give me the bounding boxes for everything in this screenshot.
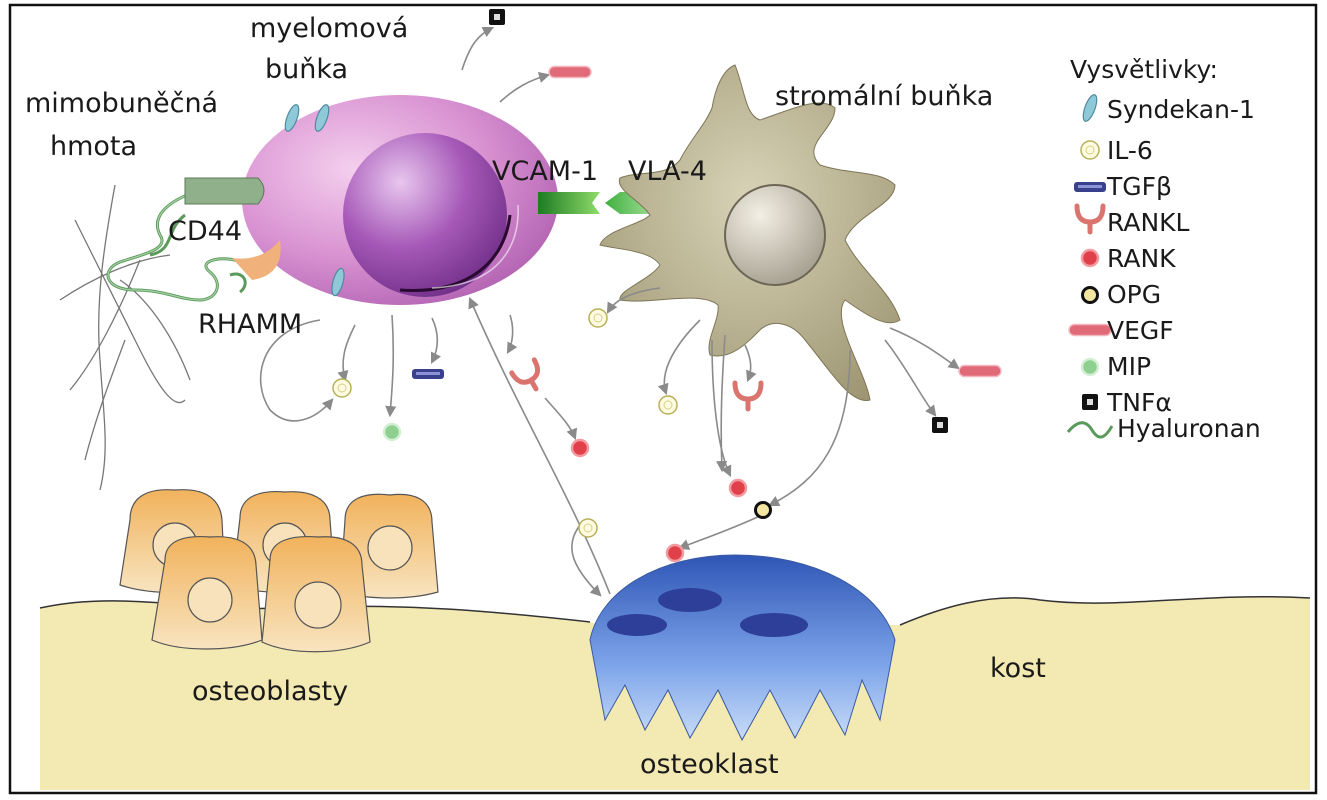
vcam-1-molecule [538,192,600,214]
il-6-icon [1080,140,1100,160]
legend-title: Vysvětlivky: [1070,55,1218,84]
legend-item-label: Hyaluronan [1117,414,1261,443]
vla-4-label: VLA-4 [628,156,707,187]
cd44-label: CD44 [168,216,242,247]
myeloma-cell [242,95,558,305]
vegf-icon [1068,323,1112,337]
vegf-icon [548,65,592,79]
bone-label: kost [990,653,1046,684]
legend-item-label: TNFα [1106,388,1172,417]
osteoclast [589,554,896,742]
rank-icon [570,438,590,458]
osteoblasts-label: osteoblasty [192,676,348,707]
opg-icon [754,501,772,519]
rank-icon [1080,248,1100,268]
il-6-icon [332,378,352,398]
legend-item-label: VEGF [1107,316,1174,345]
legend-item-label: MIP [1107,352,1151,381]
il-6-icon [578,518,598,538]
signaling-arrows [259,26,960,597]
tnf-alpha-icon [932,417,948,433]
legend: Vysvětlivky: Syndekan-1 IL-6 TGFβ RANKL … [1066,55,1261,443]
il-6-icon [588,308,608,328]
tnf-alpha-icon [489,9,505,25]
rank-icon [728,478,748,498]
stromal-cell-label: stromální buňka [775,81,993,112]
rhamm-receptor [232,240,281,280]
legend-item-label: Syndekan-1 [1107,95,1255,124]
vegf-icon [958,364,1002,378]
osteoclast-label: osteoklast [640,749,779,780]
tgf-beta-icon [1074,182,1106,192]
hyaluronan-icon [1066,421,1114,439]
myeloma-cell-label-1: myelomová [250,13,408,44]
legend-item-label: RANKL [1107,208,1190,237]
tgf-beta-icon [412,369,444,379]
mip-icon [382,422,402,442]
legend-item-label: OPG [1107,280,1161,309]
legend-item-label: TGFβ [1106,172,1172,201]
tnf-alpha-icon [1082,394,1098,410]
osteoblasts [119,489,439,653]
stromal-cell [599,64,901,401]
rank-icon [665,543,685,563]
vcam-1-label: VCAM-1 [492,156,598,187]
cd44-receptor [184,177,265,205]
extracellular-matrix-fibers [59,184,191,491]
rhamm-label: RHAMM [198,309,302,340]
mip-icon [1080,357,1100,377]
opg-icon [1081,286,1099,304]
il-6-icon [658,395,678,415]
extracellular-matrix-label-2: hmota [50,131,137,162]
legend-item-label: IL-6 [1107,136,1153,165]
legend-item-label: RANK [1107,244,1176,273]
extracellular-matrix-label-1: mimobuněčná [25,88,218,119]
myeloma-cell-label-2: buňka [265,54,348,85]
